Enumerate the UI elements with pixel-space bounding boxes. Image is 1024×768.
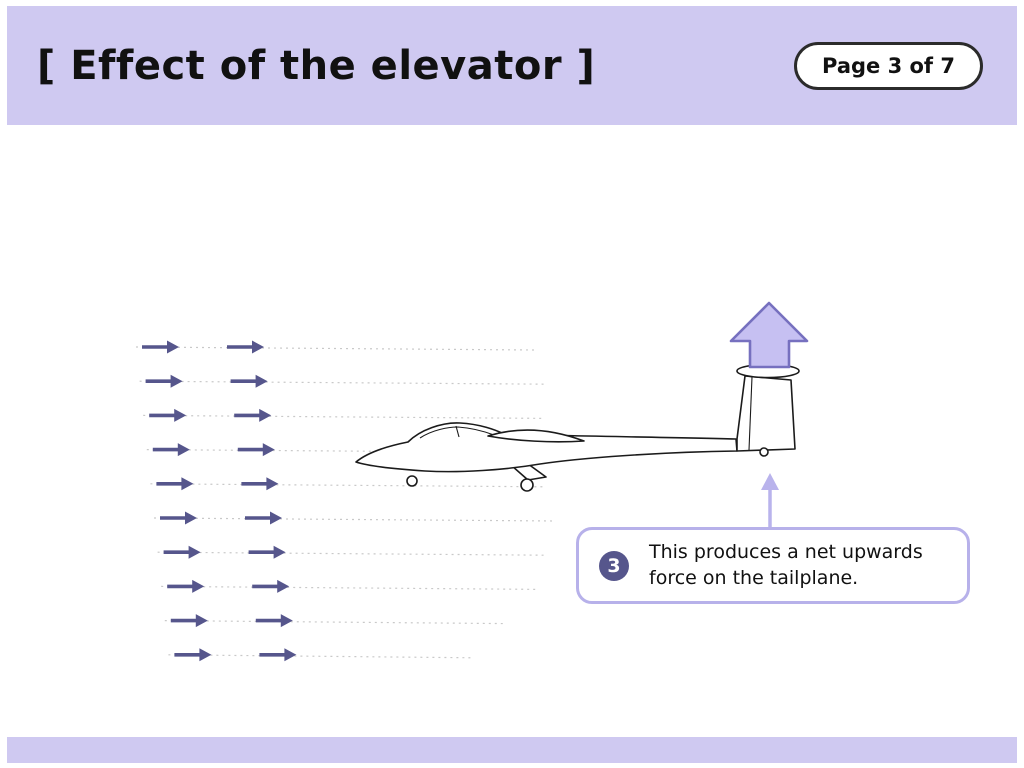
airflow-trail [153, 517, 557, 522]
airflow-arrow [245, 511, 282, 525]
callout-pointer-arrow [761, 473, 779, 531]
airflow-arrow [241, 477, 279, 491]
airflow-arrow [163, 545, 201, 559]
airflow-arrow [145, 374, 183, 388]
airflow-arrow [252, 579, 290, 593]
airflow-arrow [230, 374, 268, 388]
airflow-arrow [152, 443, 190, 457]
callout-number-badge: 3 [599, 550, 629, 581]
airflow-trail [168, 654, 475, 659]
glider-rudder-line [748, 376, 753, 451]
airflow-arrow [248, 545, 286, 559]
airflow-arrow [160, 511, 197, 525]
airflow-arrow [170, 614, 208, 628]
airflow-arrows [135, 340, 559, 662]
airflow-arrow [156, 477, 194, 491]
glider-far-wing [487, 429, 585, 443]
up-force-arrow [729, 301, 809, 369]
airflow-trail [157, 551, 546, 556]
airflow-trail [143, 414, 546, 419]
airflow-arrow [234, 408, 272, 422]
airflow-trail [150, 483, 545, 488]
footer-bar [7, 737, 1017, 763]
page-indicator-badge: Page 3 of 7 [794, 41, 983, 90]
glider-canopy-divider [455, 425, 460, 438]
glider-fuselage [355, 422, 738, 473]
airflow-trail [135, 346, 535, 351]
airflow-arrow [237, 443, 275, 457]
page-title: [ Effect of the elevator ] [37, 42, 596, 89]
glider-nose-wheel [406, 475, 418, 487]
airflow-trail [139, 380, 548, 385]
glider-fin [736, 375, 796, 452]
glider-canopy-frame [419, 426, 495, 439]
airflow-arrow [174, 648, 212, 662]
airflow-trail [161, 585, 540, 591]
airflow-arrow [227, 340, 264, 354]
airflow-arrow [142, 340, 179, 354]
airflow-arrow [259, 648, 297, 662]
airflow-arrow [149, 408, 187, 422]
callout-text: This produces a net upwards force on the… [649, 541, 923, 589]
glider-illustration [355, 363, 800, 492]
header-bar: [ Effect of the elevator ] Page 3 of 7 [7, 6, 1017, 125]
airflow-arrow [255, 614, 293, 628]
glider-main-wheel [520, 478, 534, 492]
airflow-trail [164, 619, 505, 625]
callout-box: 3 This produces a net upwards force on t… [576, 527, 970, 605]
glider-tail-wheel [759, 447, 769, 457]
airflow-arrow [167, 579, 205, 593]
